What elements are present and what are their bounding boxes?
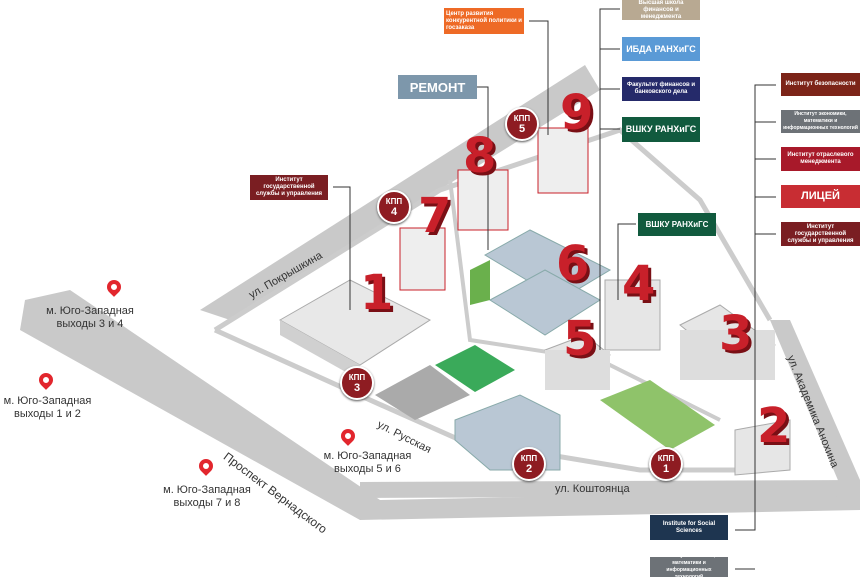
connector-lines [333,8,776,570]
parking [375,365,470,420]
label-igsu-right[interactable]: Институт государственной службы и управл… [781,222,860,246]
building-number-4: 4 [622,256,656,312]
label-security[interactable]: Институт безопасности [781,73,860,96]
street-koshtoyantsa: ул. Коштоянца [555,483,630,495]
building-9[interactable] [537,127,589,194]
metro-station: м. Юго-Западная [3,395,92,407]
road-vernadskogo [20,290,860,520]
building-2[interactable] [734,419,791,476]
park [470,260,715,450]
building-3[interactable] [679,304,776,380]
label-vshku-mid[interactable]: ВШКУ РАНХиГС [638,213,716,236]
building-1[interactable] [278,279,432,380]
building-4[interactable] [604,279,661,351]
building-number-7: 7 [418,188,452,244]
checkpoint-label: КПП [348,373,366,382]
checkpoint-number: 5 [518,123,526,135]
metro-exits: выходы 5 и 6 [334,463,401,475]
building-6[interactable] [484,229,612,336]
metro-exits: выходы 7 и 8 [173,497,241,509]
building-number-1: 1 [360,265,394,321]
building-number-8: 8 [463,128,497,184]
metro-exits: выходы 3 и 4 [56,318,124,330]
building-number-2: 2 [757,398,791,454]
checkpoint-label: КПП [520,454,538,463]
label-lyceum[interactable]: ЛИЦЕЙ [781,185,860,208]
label-iemit-top[interactable]: Институт экономики, математики и информа… [781,110,860,133]
label-ibda[interactable]: ИБДА РАНХиГС [622,37,700,61]
metro-station: м. Юго-Западная [46,305,134,317]
sports-field [435,345,515,392]
building-number-9: 9 [560,85,594,141]
metro-station: м. Юго-Западная [163,484,251,496]
label-iemit-bottom[interactable]: Институт экономики, математики и информа… [650,553,728,580]
building-number-3: 3 [719,306,753,362]
checkpoint-label: КПП [657,454,675,463]
building-number-5: 5 [563,311,597,367]
label-competition-center[interactable]: Центр развития конкурентной политики и г… [444,8,524,34]
road-koshtoyantsa [360,480,860,498]
label-repair[interactable]: РЕМОНТ [398,75,477,99]
label-iss[interactable]: Institute for Social Sciences [650,515,728,540]
label-ffb[interactable]: Факультет финансов и банковского дела [622,77,700,101]
label-iom[interactable]: Институт отраслевого менеджмента [781,147,860,171]
checkpoint-label: КПП [385,197,403,206]
metro-station: м. Юго-Западная [323,450,412,462]
checkpoint-number: 2 [525,463,533,475]
checkpoint-label: КПП [513,114,531,123]
building-5[interactable] [544,334,611,390]
checkpoint-number: 4 [390,206,398,218]
label-igsu-left[interactable]: Институт государственной службы и управл… [250,175,328,200]
building-8[interactable] [457,169,509,231]
road-anokhina [770,320,860,485]
checkpoint-number: 1 [662,463,670,475]
checkpoint-number: 3 [353,382,361,394]
metro-exits: выходы 1 и 2 [14,408,81,420]
building-number-6: 6 [556,236,590,292]
label-vshku-top[interactable]: ВШКУ РАНХиГС [622,117,700,142]
building-7[interactable] [399,227,446,291]
label-hsfm[interactable]: Высшая школа финансов и менеджмента [622,0,700,20]
